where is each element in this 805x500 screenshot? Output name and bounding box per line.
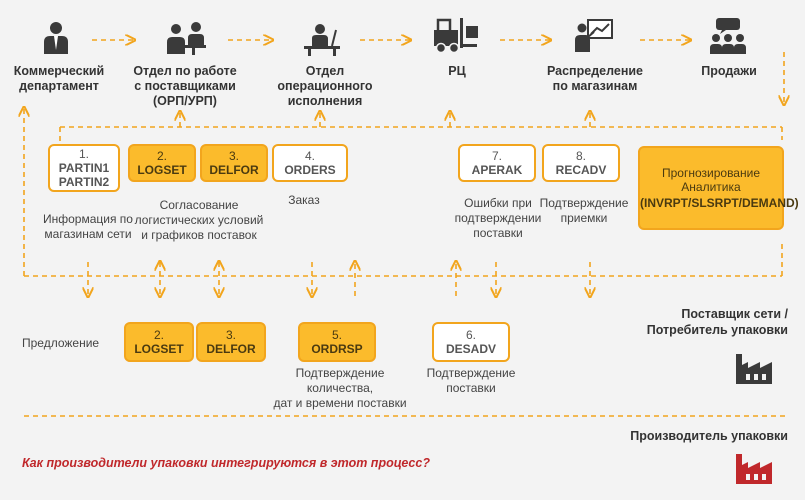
- role-label-commercial: Коммерческий департамент: [13, 64, 105, 93]
- caption-errors: Ошибки при подтверждении поставки: [454, 196, 542, 240]
- caption-order-confirmation: Подтверждение количества, дат и времени …: [273, 366, 407, 410]
- message-box-logset-supplier[interactable]: 2. LOGSET: [124, 322, 194, 362]
- message-box-aperak[interactable]: 7. APERAK: [458, 144, 536, 182]
- message-box-delfor[interactable]: 3. DELFOR: [200, 144, 268, 182]
- message-number: 2.: [153, 328, 164, 342]
- forecast-codes: (INVRPT/SLSRPT/DEMAND): [640, 196, 799, 210]
- message-box-delfor-supplier[interactable]: 3. DELFOR: [196, 322, 266, 362]
- factory-red-icon: [736, 454, 772, 484]
- businessman-icon: [44, 22, 68, 54]
- message-number: 6.: [465, 328, 476, 342]
- message-number: 4.: [304, 149, 315, 163]
- message-code: RECADV: [555, 163, 607, 177]
- message-number: 1.: [78, 147, 89, 161]
- caption-receipt-confirm: Подтверждение приемки: [539, 196, 629, 225]
- presentation-icon: [575, 19, 613, 52]
- message-code: LOGSET: [137, 163, 187, 177]
- meeting-icon: [167, 22, 206, 55]
- analytics-line: Аналитика: [681, 180, 741, 194]
- message-box-ordrsp[interactable]: 5. ORDRSP: [298, 322, 376, 362]
- message-code: PARTIN1 PARTIN2: [58, 161, 110, 189]
- message-number: 5.: [331, 328, 342, 342]
- caption-delivery-confirmation: Подтверждение поставки: [426, 366, 516, 395]
- audience-icon: [710, 18, 746, 54]
- message-code: DELFOR: [209, 163, 259, 177]
- role-label-distribution: Распределение по магазинам: [546, 64, 643, 93]
- message-box-orders[interactable]: 4. ORDERS: [272, 144, 348, 182]
- forklift-icon: [434, 18, 478, 54]
- message-number: 2.: [156, 149, 167, 163]
- message-number: 3.: [225, 328, 236, 342]
- role-label-dc: РЦ: [448, 64, 466, 78]
- message-number: 3.: [228, 149, 239, 163]
- message-number: 7.: [491, 149, 502, 163]
- forecast-line: Прогнозирование: [662, 166, 760, 180]
- proposal-label: Предложение: [22, 336, 100, 350]
- message-code: ORDERS: [284, 163, 336, 177]
- message-code: APERAK: [471, 163, 523, 177]
- caption-order: Заказ: [288, 193, 320, 207]
- message-code: LOGSET: [134, 342, 184, 356]
- caption-logistics-agreement: Согласование логистических условий и гра…: [134, 198, 264, 242]
- message-box-desadv[interactable]: 6. DESADV: [432, 322, 510, 362]
- factory-icon: [736, 354, 772, 384]
- message-code: DELFOR: [206, 342, 256, 356]
- message-box-partin[interactable]: 1. PARTIN1 PARTIN2: [48, 144, 120, 192]
- message-code: DESADV: [445, 342, 496, 356]
- caption-store-info: Информация по магазинам сети: [43, 212, 133, 241]
- integration-question: Как производители упаковки интегрируются…: [22, 456, 430, 470]
- role-label-ops: Отдел операционного исполнения: [277, 64, 373, 108]
- supplier-label: Поставщик сети / Потребитель упаковки: [646, 307, 788, 337]
- message-box-logset[interactable]: 2. LOGSET: [128, 144, 196, 182]
- producer-label: Производитель упаковки: [630, 429, 788, 443]
- message-box-recadv[interactable]: 8. RECADV: [542, 144, 620, 182]
- message-code: ORDRSP: [311, 342, 363, 356]
- role-label-sales: Продажи: [701, 64, 757, 78]
- message-number: 8.: [575, 149, 586, 163]
- desk-worker-icon: [304, 24, 340, 56]
- forecast-analytics-box[interactable]: Прогнозирование Аналитика (INVRPT/SLSRPT…: [638, 146, 799, 230]
- role-label-supplier-dept: Отдел по работе с поставщиками (ОРП/УРП): [133, 64, 237, 108]
